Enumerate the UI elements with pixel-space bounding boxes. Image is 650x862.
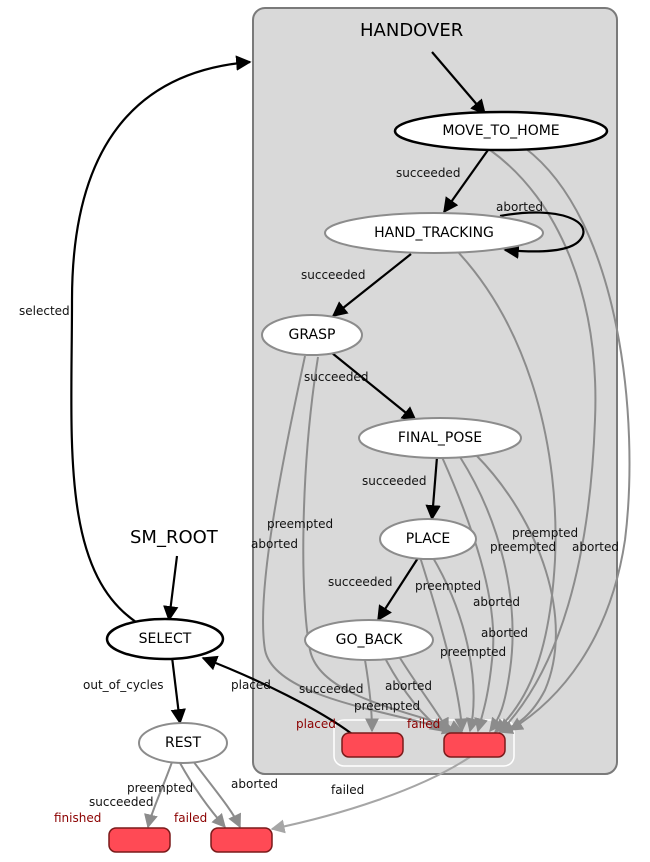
edge-rest-aborted	[192, 760, 241, 829]
edge-place-succeeded	[377, 557, 419, 622]
state-grasp[interactable]	[261, 314, 363, 356]
state-go-back[interactable]	[304, 619, 434, 661]
edge-move-to-home-preempted	[508, 147, 631, 731]
label-grasp-succeeded: succeeded	[304, 370, 368, 384]
state-select-label: SELECT	[139, 631, 192, 647]
edge-go-back-aborted	[399, 657, 449, 733]
edge-rest-preempted	[179, 762, 226, 829]
outcome-root-finished-label: finished	[54, 811, 101, 825]
edge-select-out-of-cycles	[170, 656, 186, 725]
edge-handover-placed	[201, 655, 353, 735]
edge-grasp-succeeded	[331, 352, 418, 422]
handover-container	[252, 7, 618, 775]
label-rest-aborted: aborted	[231, 777, 278, 791]
edge-go-back-preempted	[385, 659, 445, 732]
handover-outcomes-box	[333, 719, 515, 767]
sm-root-title: SM_ROOT	[130, 527, 219, 548]
label-rest-preempted: preempted	[127, 781, 193, 795]
edge-final-pose-aborted	[475, 454, 557, 734]
outcome-handover-placed[interactable]	[341, 732, 404, 758]
edge-hand-tracking-to-failed	[457, 251, 557, 733]
outcome-handover-placed-label: placed	[296, 717, 336, 731]
edge-rest-succeeded	[144, 761, 173, 829]
state-move-to-home-label: MOVE_TO_HOME	[442, 123, 559, 139]
edge-select-selected	[70, 55, 252, 623]
handover-title: HANDOVER	[360, 20, 463, 41]
edge-hand-succeeded	[331, 253, 412, 317]
label-select-out-of-cycles: out_of_cycles	[83, 678, 163, 692]
edge-grasp-preempted	[262, 355, 457, 735]
edge-root-start	[163, 555, 179, 622]
label-move-succeeded: succeeded	[396, 166, 460, 180]
label-place-aborted-2: aborted	[481, 626, 528, 640]
label-goback-preempted: preempted	[354, 699, 420, 713]
state-place-label: PLACE	[406, 531, 451, 547]
state-final-pose[interactable]	[358, 417, 522, 459]
edge-handover-failed	[270, 756, 471, 834]
label-place-preempted-2: preempted	[440, 645, 506, 659]
label-place-succeeded: succeeded	[328, 575, 392, 589]
state-go-back-label: GO_BACK	[336, 632, 404, 648]
label-grasp-aborted: aborted	[251, 537, 298, 551]
edge-handover-start	[431, 51, 487, 116]
label-handover-failed: failed	[331, 783, 364, 797]
state-rest-label: REST	[165, 735, 201, 751]
label-place-preempted: preempted	[415, 579, 481, 593]
outcome-root-failed-label: failed	[174, 811, 207, 825]
state-hand-tracking-label: HAND_TRACKING	[374, 225, 494, 241]
label-place-aborted: aborted	[473, 595, 520, 609]
label-grasp-preempted: preempted	[267, 517, 333, 531]
state-final-pose-label: FINAL_POSE	[398, 430, 482, 446]
state-move-to-home[interactable]	[393, 110, 609, 152]
edge-final-succeeded	[425, 456, 441, 521]
label-handover-placed: placed	[231, 678, 271, 692]
state-hand-tracking[interactable]	[324, 212, 544, 254]
outcome-handover-failed[interactable]	[443, 732, 506, 758]
label-final-preempted-2: preempted	[490, 540, 556, 554]
label-final-succeeded: succeeded	[362, 474, 426, 488]
edge-move-succeeded	[443, 149, 489, 214]
edge-final-pose-preempted-2	[459, 456, 514, 733]
label-hand-aborted: aborted	[496, 200, 543, 214]
label-select-selected: selected	[19, 304, 70, 318]
state-grasp-label: GRASP	[289, 327, 336, 343]
label-goback-succeeded: succeeded	[299, 682, 363, 696]
outcome-root-failed[interactable]	[210, 827, 273, 853]
label-goback-aborted: aborted	[385, 679, 432, 693]
state-place[interactable]	[379, 518, 477, 560]
state-select[interactable]	[105, 617, 225, 661]
state-rest[interactable]	[138, 722, 228, 764]
edge-final-pose-preempted-1	[441, 456, 495, 733]
outcome-handover-failed-label: failed	[407, 717, 440, 731]
edge-go-back-succeeded	[364, 659, 379, 733]
label-final-preempted-1: preempted	[512, 526, 578, 540]
outcome-root-finished[interactable]	[108, 827, 171, 853]
label-rest-succeeded: succeeded	[89, 795, 153, 809]
edge-place-aborted	[431, 555, 480, 733]
label-hand-succeeded: succeeded	[301, 268, 365, 282]
edge-hand-aborted-loop	[499, 211, 585, 259]
edge-place-preempted	[419, 556, 469, 733]
label-final-aborted: aborted	[572, 540, 619, 554]
